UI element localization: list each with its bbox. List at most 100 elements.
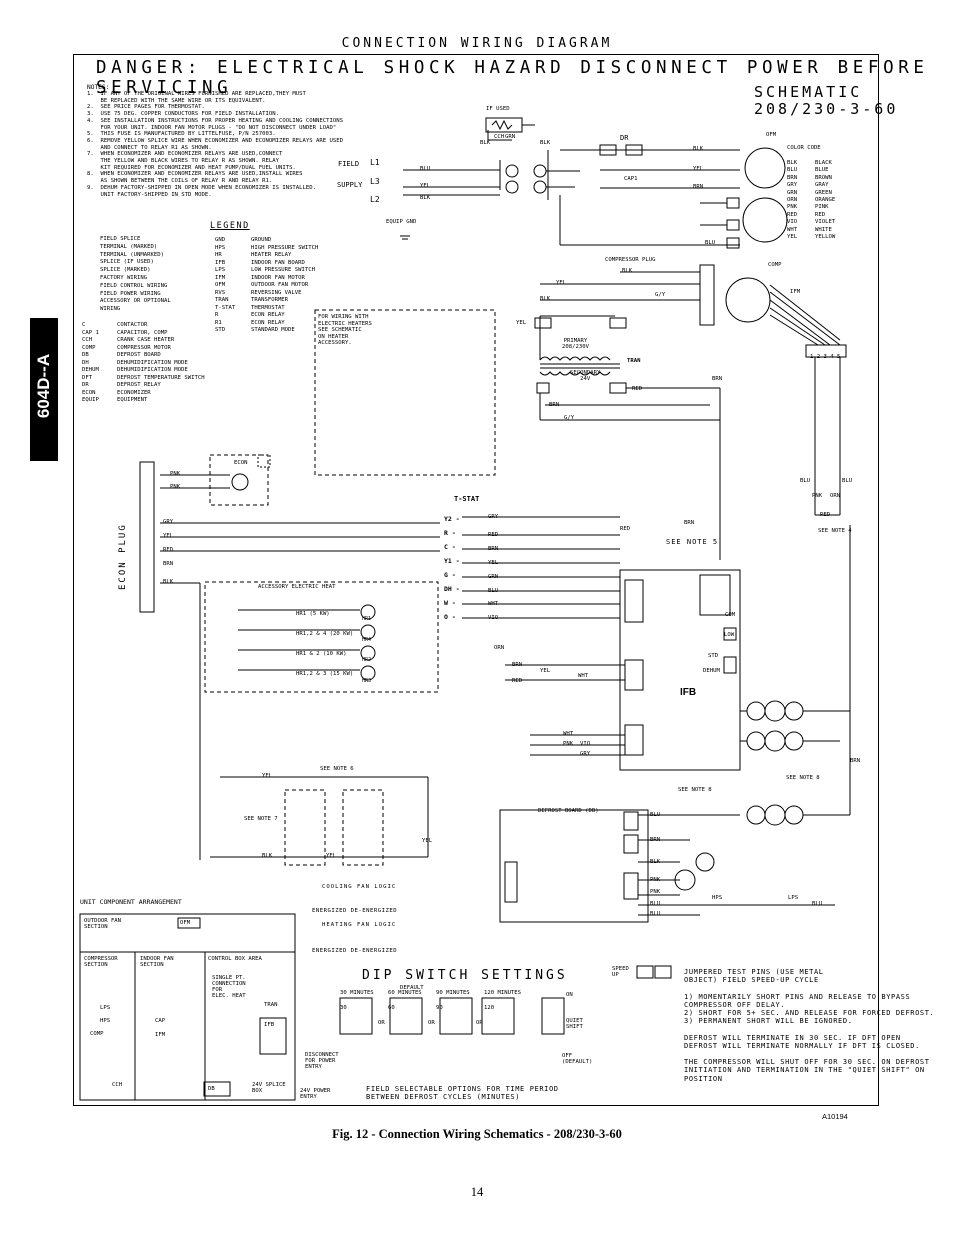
legend-abbr: IFB <box>215 259 226 266</box>
wire-brn-ifb: BRN <box>512 662 523 668</box>
ifb-label: IFB <box>680 687 697 698</box>
heater-row-label: HR1,2 & 3 (15 KW) <box>296 671 354 677</box>
dip-note-line: 1) MOMENTARILY SHORT PINS AND RELEASE TO… <box>684 992 911 1001</box>
wire-blu-ifm-left: BLU <box>800 478 811 484</box>
wire-orn-ifm: ORN <box>830 493 841 499</box>
tstat-terminal: G - <box>444 571 456 579</box>
heater-relay-label: HR2 <box>362 657 372 663</box>
legend-abbr-meaning: DEHUMIDIFICATION MODE <box>117 367 188 373</box>
wire-pnk-econ-1: PNK <box>170 471 181 477</box>
uca-hps: HPS <box>100 1018 111 1024</box>
color-code-abbr: ORN <box>787 197 798 204</box>
cooling-fan-logic-title: COOLING FAN LOGIC <box>322 884 397 890</box>
color-code-abbr: PNK <box>787 204 798 211</box>
see-note-6: SEE NOTE 6 <box>320 766 354 772</box>
legend-abbr-meaning: OUTDOOR FAN MOTOR <box>251 282 309 288</box>
speed-up-label: SPEED UP <box>612 966 629 978</box>
color-code-name: PINK <box>815 204 829 211</box>
heater-relay-label: HR3 <box>362 677 372 684</box>
cap1-label: CAP1 <box>624 176 638 182</box>
legend-abbr: DB <box>82 352 89 358</box>
wire-red-tstat: RED <box>488 532 499 538</box>
wire-blu-db-3: BLU <box>650 911 661 917</box>
wire-yel-relay-2: YEL <box>326 853 337 859</box>
wire-blk-db: BLK <box>650 859 661 865</box>
legend-abbr-meaning: CONTACTOR <box>117 322 148 328</box>
tstat-terminal: Y1 - <box>444 557 460 565</box>
wire-yel-com: YEL <box>516 320 527 326</box>
color-code-abbr: VIO <box>787 219 798 226</box>
dip-or-2: OR <box>428 1020 435 1026</box>
wire-grn-cch: GRN <box>505 134 516 140</box>
legend-abbr-meaning: DEHUMIDIFICATION MODE <box>117 359 188 366</box>
uca-db: DB <box>208 1086 215 1092</box>
color-code-abbr: WHT <box>787 226 798 233</box>
legend-abbr: RVS <box>215 289 226 296</box>
dip-off-default: OFF (DEFAULT) <box>562 1053 593 1065</box>
see-note-4: SEE NOTE 4 <box>818 528 852 534</box>
uca-ifb: IFB <box>264 1022 275 1028</box>
uca-cch: CCH <box>112 1082 123 1088</box>
econ-label: ECON <box>234 460 248 466</box>
wire-blu-db-2: BLU <box>650 901 661 907</box>
control-box-area: CONTROL BOX AREA <box>208 956 262 962</box>
see-note-7: SEE NOTE 7 <box>244 816 278 822</box>
dip-caption: FIELD SELECTABLE OPTIONS FOR TIME PERIOD… <box>366 1085 559 1101</box>
uca-power-entry: 24V POWER ENTRY <box>300 1088 331 1100</box>
legend-abbr: EQUIP <box>82 397 99 403</box>
legend-abbr-meaning: CRANK CASE HEATER <box>117 337 175 343</box>
transformer-primary-label: PRIMARY 208/230V <box>562 338 589 350</box>
wire-blu-lps: BLU <box>812 901 823 907</box>
dip-switch-title: DIP SWITCH SETTINGS <box>362 968 568 983</box>
dip-or-1: OR <box>378 1020 385 1026</box>
dip-note-line: INITIATION AND TERMINATION IN THE "QUIET… <box>684 1066 925 1075</box>
transformer-secondary-label: SECONDARY 24V <box>570 370 601 382</box>
uca-tran: TRAN <box>264 1002 278 1008</box>
wire-blk-l2: BLK <box>420 195 431 201</box>
comp-label: COMP <box>768 262 782 268</box>
uca-ofm: OFM <box>180 920 191 926</box>
equip-gnd-label: EQUIP GND <box>386 219 417 225</box>
color-code-name: GRAY <box>815 182 829 189</box>
color-code-name: RED <box>815 211 826 218</box>
compressor-section: COMPRESSOR SECTION <box>84 956 118 968</box>
notes-title: NOTES: <box>87 84 110 91</box>
econ-plug-label: ECON PLUG <box>118 523 128 590</box>
wire-grn-tstat: GRN <box>488 574 499 580</box>
if-used-label: IF USED <box>486 106 510 112</box>
color-code-abbr: BLU <box>787 167 798 174</box>
wire-brn-far-right: BRN <box>850 758 861 764</box>
schematic-voltage: 208/230-3-60 <box>754 100 899 118</box>
wire-blu-tstat: BLU <box>488 588 499 594</box>
wire-yel-ofm: YEL <box>693 166 704 172</box>
figure-id: A10194 <box>822 1112 848 1121</box>
tstat-terminal: DH - <box>444 585 460 593</box>
legend-symbol-item: SPLICE (MARKED) <box>100 267 151 274</box>
legend-symbol-item: FIELD CONTROL WIRING <box>100 282 168 289</box>
legend-abbr-meaning: CAPACITOR, COMP <box>117 329 168 336</box>
color-code-abbr: BLK <box>787 160 798 166</box>
lps-label: LPS <box>788 895 799 901</box>
tstat-terminal: C - <box>444 543 456 551</box>
quiet-shift-label: QUIET SHIFT <box>566 1018 583 1030</box>
field-label: FIELD <box>338 160 360 168</box>
legend-abbr: IFM <box>215 274 226 281</box>
legend-abbr-meaning: ECON RELAY <box>251 312 285 318</box>
indoor-fan-section: INDOOR FAN SECTION <box>140 956 174 968</box>
wire-vio-p4: VIO <box>580 741 591 747</box>
